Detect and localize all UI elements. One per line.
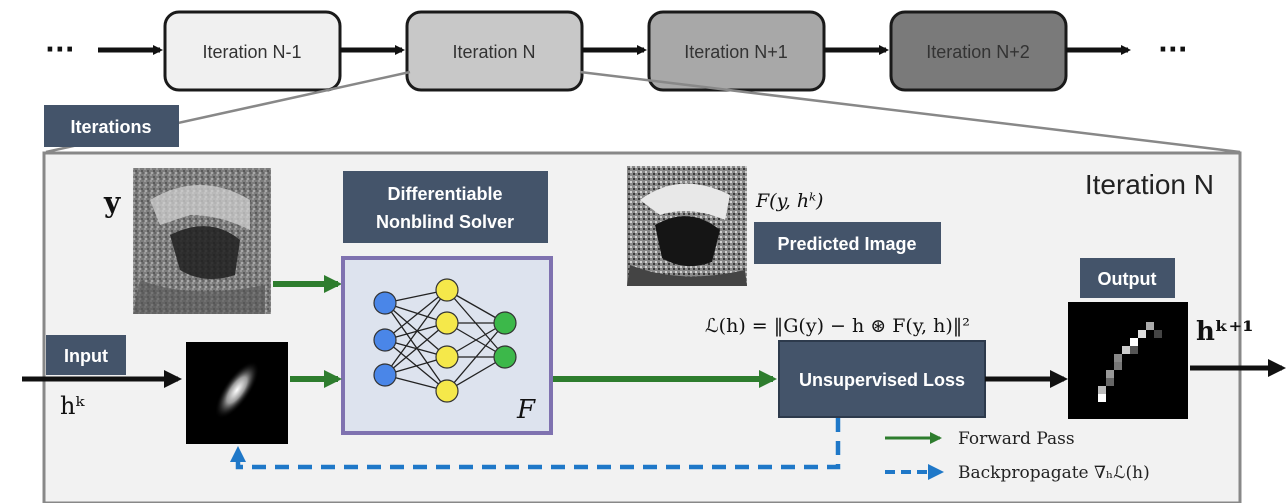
zoom-line-right	[579, 70, 1241, 154]
iterations-tag: Iterations	[44, 105, 179, 147]
solver-tag-line1: Differentiable	[387, 184, 502, 204]
iteration-label: Iteration N+1	[684, 42, 788, 62]
predicted-image-tag: Predicted Image	[754, 222, 941, 264]
output-symbol: hᵏ⁺¹	[1196, 317, 1254, 347]
predicted-image-tag-label: Predicted Image	[777, 234, 916, 254]
iteration-box-n-plus-2: Iteration N+2	[889, 10, 1068, 92]
legend: Forward Pass Backpropagate ∇ₕℒ(h)	[885, 429, 1150, 483]
output-tag-label: Output	[1098, 269, 1157, 289]
loss-formula: ℒ(h) = ‖G(y) − h ⊛ F(y, h)‖²	[705, 315, 970, 337]
trailing-ellipsis: ···	[1158, 35, 1188, 65]
unsupervised-loss-box: Unsupervised Loss	[778, 340, 986, 418]
panel-title: Iteration N	[1085, 169, 1214, 200]
predicted-sharp-image	[627, 166, 747, 286]
solver-tag-line2: Nonblind Solver	[376, 212, 514, 232]
loss-box-label: Unsupervised Loss	[799, 370, 965, 390]
iteration-box-n-plus-1: Iteration N+1	[647, 10, 826, 92]
predicted-formula: F(y, hᵏ)	[755, 190, 823, 212]
observed-blurry-image	[133, 168, 271, 314]
leading-ellipsis: ···	[45, 35, 75, 65]
output-kernel-image	[1068, 302, 1188, 419]
network-output-node	[493, 345, 517, 369]
legend-backprop-label: Backpropagate ∇ₕℒ(h)	[958, 463, 1150, 483]
output-tag: Output	[1080, 258, 1175, 298]
legend-forward-label: Forward Pass	[958, 429, 1075, 449]
network-hidden-node	[435, 278, 459, 302]
observed-symbol: y	[103, 186, 121, 219]
iteration-label: Iteration N	[452, 42, 535, 62]
input-symbol: hᵏ	[60, 392, 85, 420]
input-tag: Input	[46, 335, 126, 375]
iteration-label: Iteration N-1	[202, 42, 301, 62]
network-input-node	[373, 328, 397, 352]
network-output-node	[493, 311, 517, 335]
network-input-node	[373, 363, 397, 387]
network-hidden-node	[435, 311, 459, 335]
nonblind-solver-network: F	[341, 256, 553, 435]
iterations-tag-label: Iterations	[70, 117, 151, 137]
solver-tag: Differentiable Nonblind Solver	[343, 171, 548, 243]
input-kernel-image	[186, 342, 288, 444]
network-input-node	[373, 291, 397, 315]
network-hidden-node	[435, 379, 459, 403]
iteration-label: Iteration N+2	[926, 42, 1030, 62]
iteration-box-n-minus-1: Iteration N-1	[163, 10, 342, 92]
backprop-path	[230, 418, 841, 470]
solver-symbol: F	[516, 395, 536, 425]
network-hidden-node	[435, 345, 459, 369]
iteration-box-n: Iteration N	[405, 10, 584, 92]
input-tag-label: Input	[64, 346, 108, 366]
